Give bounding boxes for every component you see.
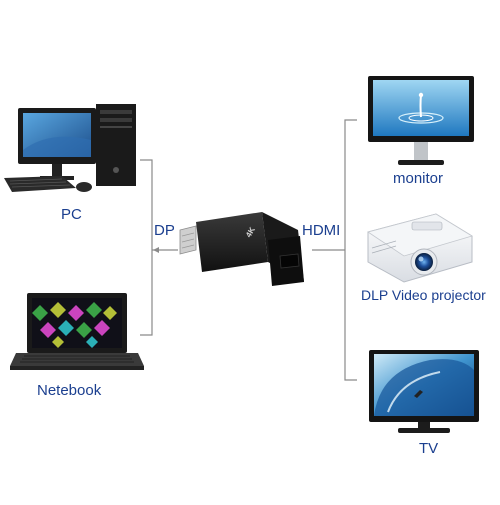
right-bracket-line xyxy=(344,119,357,381)
dp-label: DP xyxy=(154,222,175,239)
netbook-screen xyxy=(32,298,122,348)
monitor-stand xyxy=(414,142,428,160)
tv-stand xyxy=(418,422,430,428)
tv-label: TV xyxy=(419,440,439,457)
right-connector-lines xyxy=(312,119,357,381)
tv-illustration xyxy=(369,350,479,433)
monitor-label: monitor xyxy=(393,170,444,187)
dp-plug xyxy=(179,225,197,255)
pc-mouse xyxy=(76,182,92,192)
pc-illustration xyxy=(4,104,136,192)
dp-arrow-icon xyxy=(153,247,159,253)
netbook-label: Netebook xyxy=(37,382,102,399)
projector-label: DLP Video projector xyxy=(361,287,486,303)
projector-lens xyxy=(415,253,433,271)
monitor-illustration xyxy=(368,76,474,165)
left-connector-lines xyxy=(140,159,178,336)
netbook-illustration xyxy=(10,293,144,370)
pc-keyboard xyxy=(4,176,76,192)
pc-label: PC xyxy=(61,206,82,223)
pc-tower xyxy=(96,104,136,186)
projector-illustration xyxy=(367,213,473,283)
dp-hdmi-adapter: 4K xyxy=(179,212,304,286)
adapter-body xyxy=(196,212,268,272)
left-bracket-line xyxy=(140,159,153,336)
hdmi-label: HDMI xyxy=(302,222,341,239)
